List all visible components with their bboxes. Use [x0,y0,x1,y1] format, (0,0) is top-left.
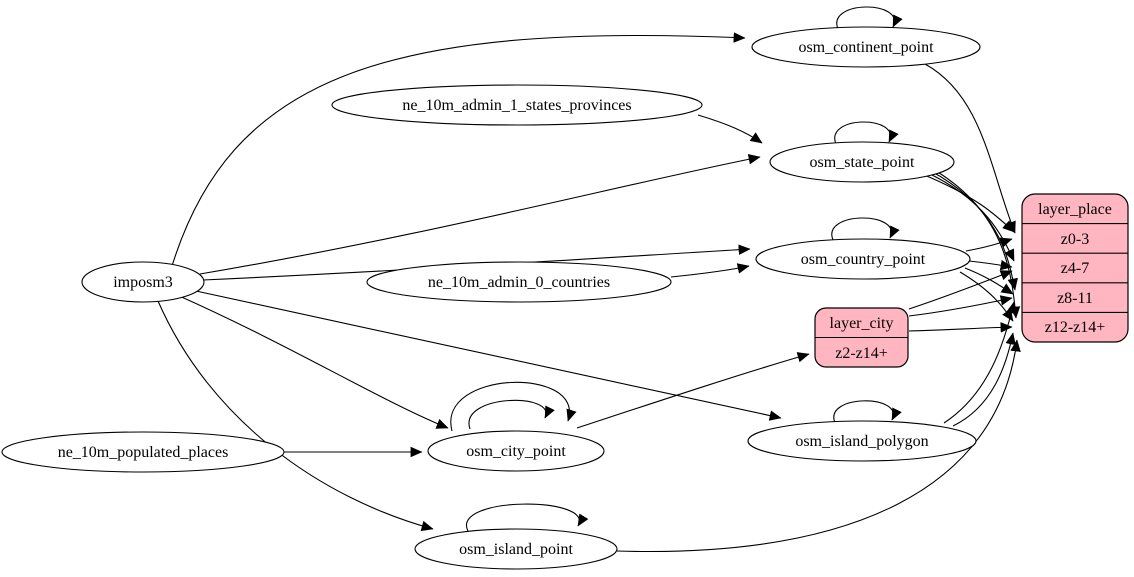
node-label: osm_city_point [466,443,566,460]
node-shape [414,528,618,570]
node-ne-10m-populated-places: ne_10m_populated_places [1,431,285,473]
edge-osm-country-point-to-layer-place-z4-7 [968,259,1013,271]
edge-self-loop-osm-continent-point [836,6,903,30]
node-osm-city-point: osm_city_point [427,430,605,472]
edge-osm-island-polygon-to-layer-place-z12-z14 [952,332,1016,427]
edge-osm-island-polygon-to-layer-place-z8-11 [943,301,1017,424]
edge-self-loop-osm-state-point [834,121,899,145]
node-label: ne_10m_admin_0_countries [428,274,610,291]
edge-self-loop-osm-island-polygon [833,400,902,424]
node-shape [331,84,703,126]
node-imposm3: imposm3 [81,261,205,303]
node-ne-10m-admin-1-states-provinces: ne_10m_admin_1_states_provinces [331,84,703,126]
record-title: layer_city [830,315,894,332]
node-osm-continent-point: osm_continent_point [751,26,981,68]
edge-osm-country-point-to-layer-place-z0-3 [965,237,1013,252]
record-row-z8-11: z8-11 [1057,290,1093,307]
edge-imposm3-to-osm-state-point [199,154,761,275]
record-row-z12-z14: z12-z14+ [1045,319,1106,336]
edge-imposm3-to-osm-island-polygon [195,290,782,421]
node-label: imposm3 [113,274,173,291]
node-shape [366,261,672,303]
edge-ne-10m-admin-1-states-provinces-to-osm-state-point [697,114,763,144]
node-ne-10m-admin-0-countries: ne_10m_admin_0_countries [366,261,672,303]
record-box [1021,193,1129,343]
record-title: layer_place [1038,201,1112,218]
edge-self-loop-osm-city-point-inner [468,399,555,430]
node-osm-island-point: osm_island_point [414,528,618,570]
record-row-z4-7: z4-7 [1061,260,1089,277]
edge-self-loop-osm-country-point [831,217,900,241]
node-label: osm_state_point [810,154,915,171]
node-shape [747,420,977,462]
node-shape [81,261,205,303]
node-shape [427,430,605,472]
edge-ne-10m-admin-0-countries-to-osm-country-point [670,263,750,278]
node-shape [1,431,285,473]
edge-imposm3-to-osm-continent-point [171,32,746,267]
edge-osm-country-point-to-layer-place-z12-z14 [959,271,1014,322]
node-osm-island-polygon: osm_island_polygon [747,420,977,462]
node-layer-city: layer_city z2-z14+ [814,307,909,368]
node-label: osm_island_polygon [795,433,928,450]
edge-layer-city-to-layer-place-z8-11 [908,295,1013,317]
node-label: ne_10m_admin_1_states_provinces [402,97,631,114]
edge-layer-city-to-layer-place-z4-7 [908,270,1013,310]
edge-osm-state-point-to-layer-place-z0-3 [921,173,1015,233]
edge-osm-island-point-to-layer-place-z12-z14 [616,339,1021,553]
node-shape [755,238,971,280]
edge-self-loop-osm-island-point [465,503,589,532]
node-label: osm_continent_point [798,39,934,56]
node-label: ne_10m_populated_places [58,444,229,461]
edge-imposm3-to-osm-city-point [176,294,449,429]
node-shape [769,141,955,183]
node-osm-country-point: osm_country_point [755,238,971,280]
record-row-z0-3: z0-3 [1061,231,1089,248]
edge-osm-country-point-to-layer-place-z8-11 [964,267,1014,295]
node-layer-place: layer_place z0-3 z4-7 z8-11 z12-z14+ [1021,193,1129,343]
edge-imposm3-to-osm-island-point [157,300,434,532]
node-shape [751,26,981,68]
edge-self-loop-osm-city-point-outer [450,381,577,432]
node-label: osm_country_point [801,251,926,268]
edge-osm-city-point-to-layer-city-z2-z14 [576,352,810,429]
record-row-z2-z14: z2-z14+ [835,345,888,362]
edge-osm-state-point-to-layer-place-z4-7 [925,171,1015,262]
node-osm-state-point: osm_state_point [769,141,955,183]
edge-osm-state-point-to-layer-place-z12-z14 [930,167,1021,319]
node-label: osm_island_point [459,541,573,558]
edge-layer-city-to-layer-place-z12-z14 [908,322,1013,333]
edge-osm-continent-point-to-layer-place-z0-3 [924,63,1016,234]
